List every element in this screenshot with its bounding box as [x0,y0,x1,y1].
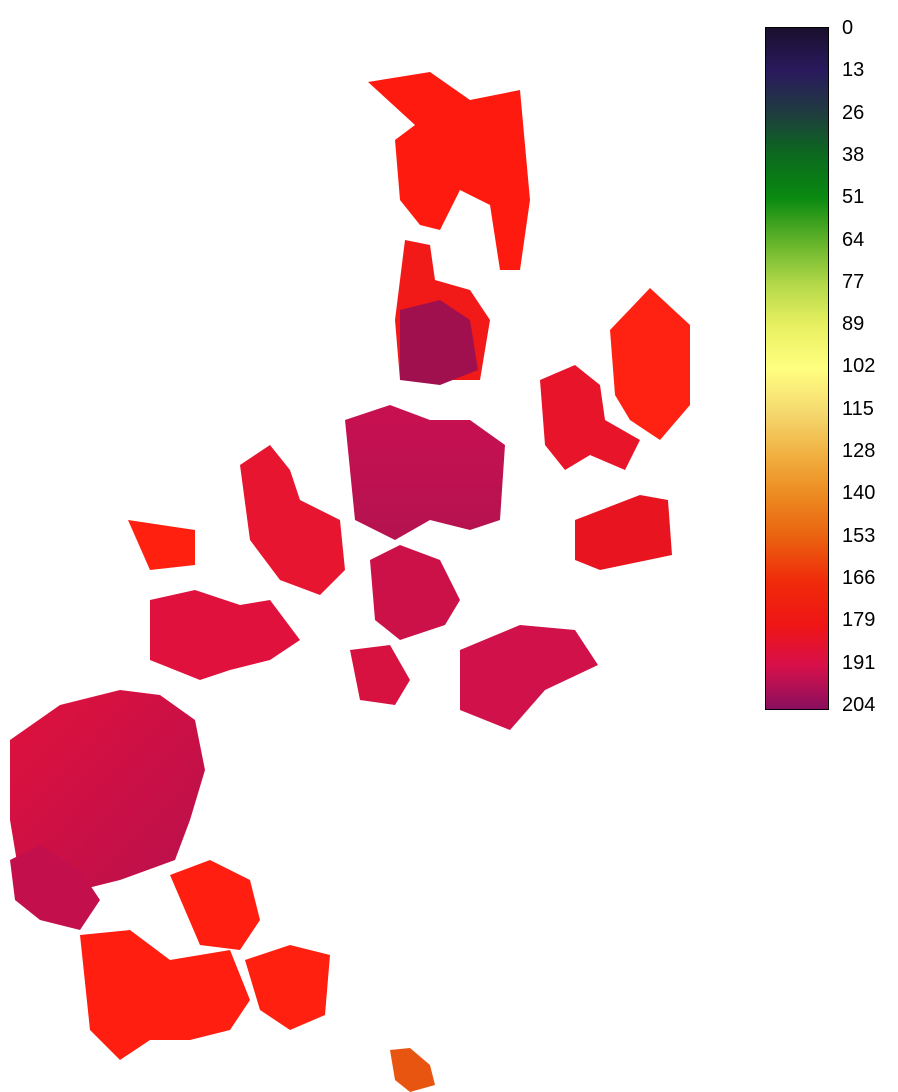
map-region-south [80,860,435,1092]
legend-tick-label: 26 [842,101,865,124]
legend-tick-label: 89 [842,313,865,336]
legend-tick-label: 38 [842,143,865,166]
legend-tick-label: 102 [842,355,876,378]
legend-tick-label: 128 [842,440,876,462]
legend-tick-label: 64 [842,228,865,251]
legend-tick-label: 153 [842,524,876,547]
legend-color-ramp [765,27,829,710]
legend-tick-label: 191 [842,651,876,674]
map-region-southwest [10,690,205,930]
map-region-north [368,72,530,385]
legend-tick-label: 51 [842,186,865,209]
legend-tick-label: 115 [842,397,874,420]
legend-tick-label: 140 [842,482,876,505]
legend-tick-label: 0 [842,17,854,39]
legend-tick-label: 179 [842,609,876,632]
map-region-central [345,405,598,730]
legend-tick-label: 77 [842,270,865,293]
legend-tick-label: 166 [842,566,876,589]
map-canvas [10,72,690,1092]
legend-tick-label: 13 [842,59,865,82]
legend-tick-label: 204 [842,693,876,716]
map-region-northeast [540,288,690,570]
map-region-west [128,445,345,680]
